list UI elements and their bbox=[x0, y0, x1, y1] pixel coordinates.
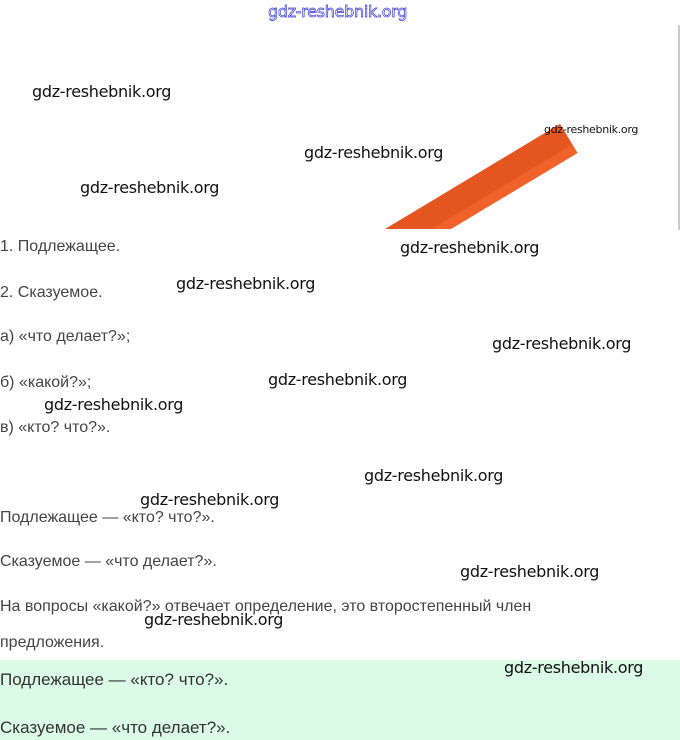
explanation-attribute: На вопросы «какой?» отвечает определение… bbox=[0, 598, 532, 615]
item-predicate: 2. Сказуемое. bbox=[0, 284, 103, 301]
explanation-predicate: Сказуемое — «что делает?». bbox=[0, 553, 217, 570]
watermark: gdz-reshebnik.org bbox=[44, 395, 184, 414]
illustration bbox=[370, 120, 590, 229]
answer-predicate: Сказуемое — «что делает?». bbox=[0, 718, 231, 737]
watermark: gdz-reshebnik.org bbox=[364, 466, 504, 485]
answer-subject: Подлежащее — «кто? что?». bbox=[0, 670, 229, 689]
item-subject: 1. Подлежащее. bbox=[0, 238, 121, 255]
watermark: gdz-reshebnik.org bbox=[304, 143, 444, 162]
watermark: gdz-reshebnik.org bbox=[140, 490, 280, 509]
option-b: б) «какой?»; bbox=[0, 374, 92, 391]
watermark: gdz-reshebnik.org bbox=[268, 370, 408, 389]
option-c: в) «кто? что?». bbox=[0, 419, 111, 436]
watermark: gdz-reshebnik.org bbox=[544, 123, 639, 136]
watermark: gdz-reshebnik.org bbox=[460, 562, 600, 581]
watermark: gdz-reshebnik.org bbox=[400, 238, 540, 257]
watermark: gdz-reshebnik.org bbox=[492, 334, 632, 353]
watermark: gdz-reshebnik.org bbox=[80, 178, 220, 197]
watermark: gdz-reshebnik.org bbox=[144, 610, 284, 629]
answer-box bbox=[0, 660, 680, 740]
watermark: gdz-reshebnik.org bbox=[32, 82, 172, 101]
image-border bbox=[678, 25, 680, 230]
watermark: gdz-reshebnik.org bbox=[176, 274, 316, 293]
explanation-subject: Подлежащее — «кто? что?». bbox=[0, 509, 215, 526]
watermark: gdz-reshebnik.org bbox=[504, 658, 644, 677]
pencil-image bbox=[380, 123, 578, 229]
option-a: а) «что делает?»; bbox=[0, 328, 131, 345]
explanation-attribute-cont: предложения. bbox=[0, 634, 105, 651]
watermark: gdz-reshebnik.org bbox=[268, 2, 408, 22]
